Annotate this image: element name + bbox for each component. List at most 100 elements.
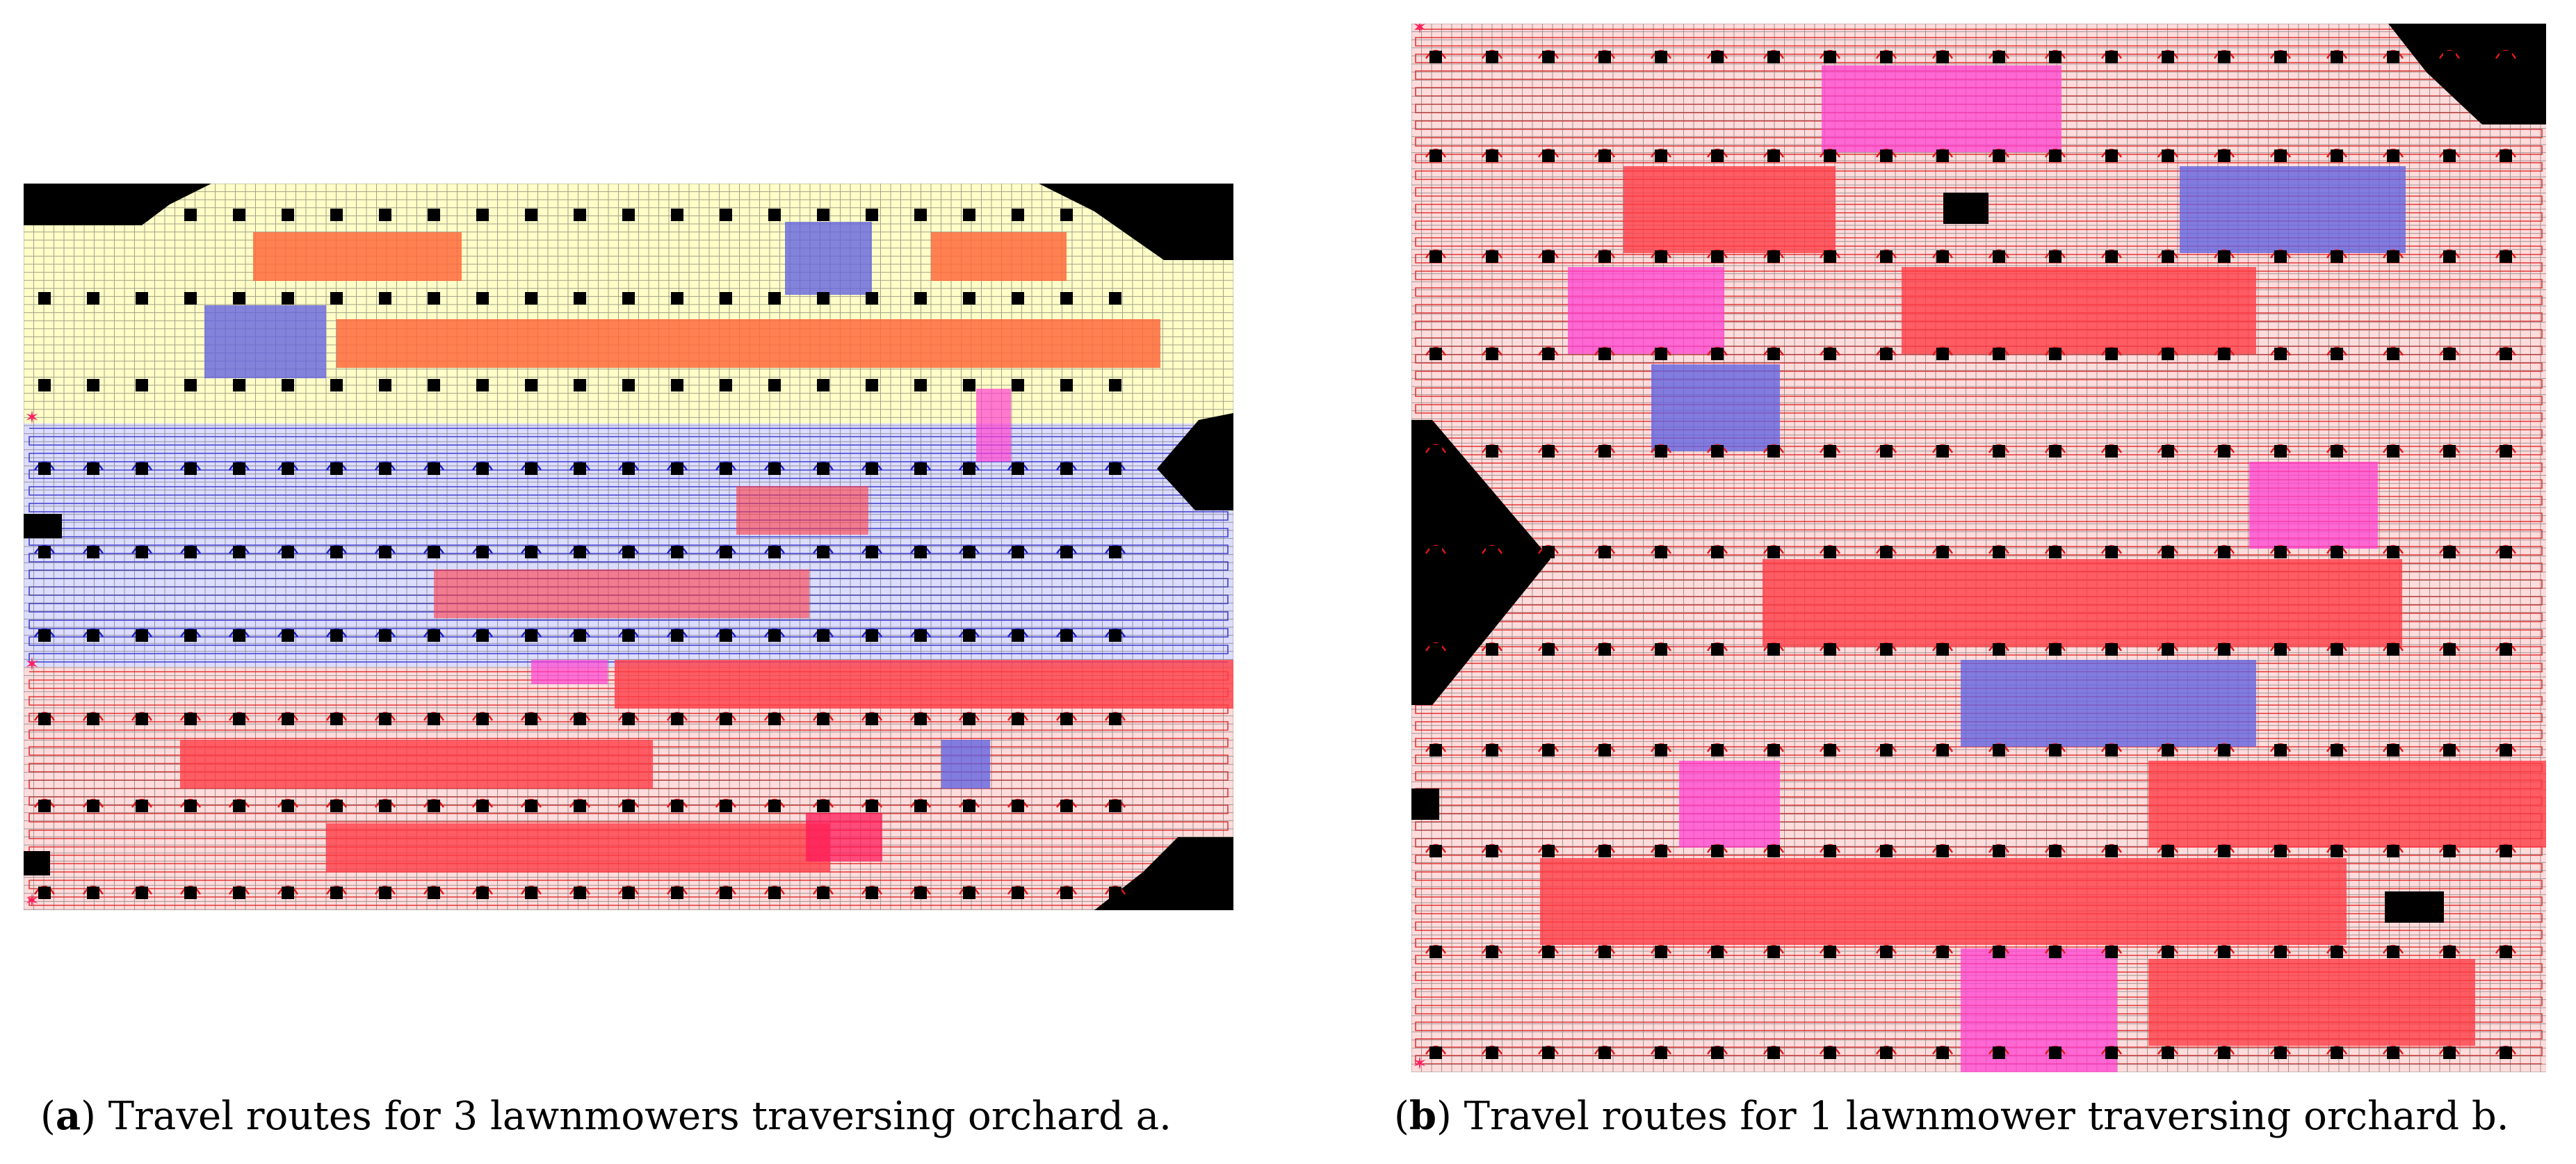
- tree-marker: [2218, 250, 2230, 263]
- tree-marker: [2500, 250, 2512, 263]
- tree-marker: [1993, 348, 2005, 360]
- tree-marker: [1711, 946, 1724, 958]
- tree-marker: [2105, 250, 2118, 263]
- tree-marker: [2162, 643, 2174, 656]
- tree-marker: [2274, 348, 2287, 360]
- tree-marker: [1109, 629, 1121, 642]
- tree-marker: [2443, 149, 2456, 162]
- tree-marker: [1012, 209, 1024, 221]
- grass-patch: [1540, 858, 2347, 945]
- tree-marker: [428, 800, 440, 812]
- tree-marker: [2331, 250, 2343, 263]
- obstacle: [1411, 420, 1550, 705]
- tree-marker: [1767, 51, 1780, 63]
- tree-marker: [1109, 292, 1121, 305]
- tree-marker: [233, 292, 245, 305]
- tree-marker: [1936, 1046, 1949, 1059]
- tree-marker: [2387, 546, 2399, 558]
- tree-marker: [2500, 946, 2512, 958]
- tree-marker: [184, 629, 197, 642]
- tree-marker: [2500, 546, 2512, 558]
- tree-marker: [817, 292, 829, 305]
- tree-marker: [1486, 250, 1498, 263]
- tree-marker: [1824, 1046, 1836, 1059]
- tree-marker: [379, 209, 391, 221]
- tree-marker: [2162, 946, 2174, 958]
- tree-marker: [963, 292, 975, 305]
- tree-marker: [2331, 946, 2343, 958]
- tree-marker: [233, 209, 245, 221]
- grass-patch: [204, 305, 326, 378]
- tree-marker: [136, 887, 148, 899]
- tree-marker: [428, 713, 440, 725]
- grass-patch: [931, 232, 1067, 281]
- tree-marker: [1486, 51, 1498, 63]
- tree-marker: [38, 800, 51, 812]
- tree-marker: [476, 629, 489, 642]
- tree-marker: [1655, 348, 1667, 360]
- tree-marker: [2500, 348, 2512, 360]
- tree-marker: [525, 209, 537, 221]
- tree-marker: [184, 546, 197, 558]
- tree-marker: [282, 546, 294, 558]
- tree-marker: [1429, 546, 1442, 558]
- tree-marker: [136, 800, 148, 812]
- tree-marker: [1486, 643, 1498, 656]
- tree-marker: [1824, 149, 1836, 162]
- tree-marker: [1598, 845, 1611, 857]
- tree-marker: [1429, 1046, 1442, 1059]
- tree-marker: [1486, 348, 1498, 360]
- tree-marker: [1655, 51, 1667, 63]
- tree-marker: [38, 292, 51, 305]
- tree-marker: [233, 800, 245, 812]
- tree-marker: [136, 713, 148, 725]
- tree-marker: [1880, 744, 1893, 757]
- tree-marker: [2105, 845, 2118, 857]
- tree-marker: [2274, 946, 2287, 958]
- tree-marker: [720, 800, 732, 812]
- tree-marker: [136, 546, 148, 558]
- grass-patch: [1679, 761, 1780, 848]
- tree-marker: [1486, 445, 1498, 458]
- tree-marker: [1880, 546, 1893, 558]
- tree-marker: [1109, 209, 1121, 221]
- tree-marker: [2274, 744, 2287, 757]
- tree-marker: [963, 629, 975, 642]
- tree-marker: [2500, 1046, 2512, 1059]
- tree-marker: [1711, 445, 1724, 458]
- tree-marker: [38, 209, 51, 221]
- tree-marker: [1598, 51, 1611, 63]
- tree-marker: [2218, 348, 2230, 360]
- tree-marker: [2274, 445, 2287, 458]
- tree-marker: [574, 713, 586, 725]
- tree-marker: [1012, 800, 1024, 812]
- tree-marker: [1542, 51, 1555, 63]
- tree-marker: [2331, 744, 2343, 757]
- tree-marker: [1429, 250, 1442, 263]
- tree-marker: [1486, 1046, 1498, 1059]
- tree-marker: [38, 546, 51, 558]
- tree-marker: [2443, 845, 2456, 857]
- tree-marker: [2331, 348, 2343, 360]
- tree-marker: [379, 800, 391, 812]
- tree-marker: [2105, 643, 2118, 656]
- tree-marker: [2218, 51, 2230, 63]
- tree-marker: [1655, 250, 1667, 263]
- tree-marker: [2387, 348, 2399, 360]
- orchard-b-grid: ✶✶: [1411, 24, 2546, 1072]
- grass-patch: [1651, 364, 1780, 451]
- tree-marker: [428, 546, 440, 558]
- tree-marker: [866, 713, 878, 725]
- tree-marker: [817, 462, 829, 475]
- tree-marker: [1993, 546, 2005, 558]
- tree-marker: [2218, 149, 2230, 162]
- tree-marker: [1060, 292, 1073, 305]
- tree-marker: [1486, 946, 1498, 958]
- tree-marker: [2387, 445, 2399, 458]
- tree-marker: [525, 629, 537, 642]
- tree-marker: [1012, 713, 1024, 725]
- grass-patch: [2180, 166, 2406, 253]
- tree-marker: [1711, 845, 1724, 857]
- tree-marker: [1060, 546, 1073, 558]
- tree-marker: [671, 292, 683, 305]
